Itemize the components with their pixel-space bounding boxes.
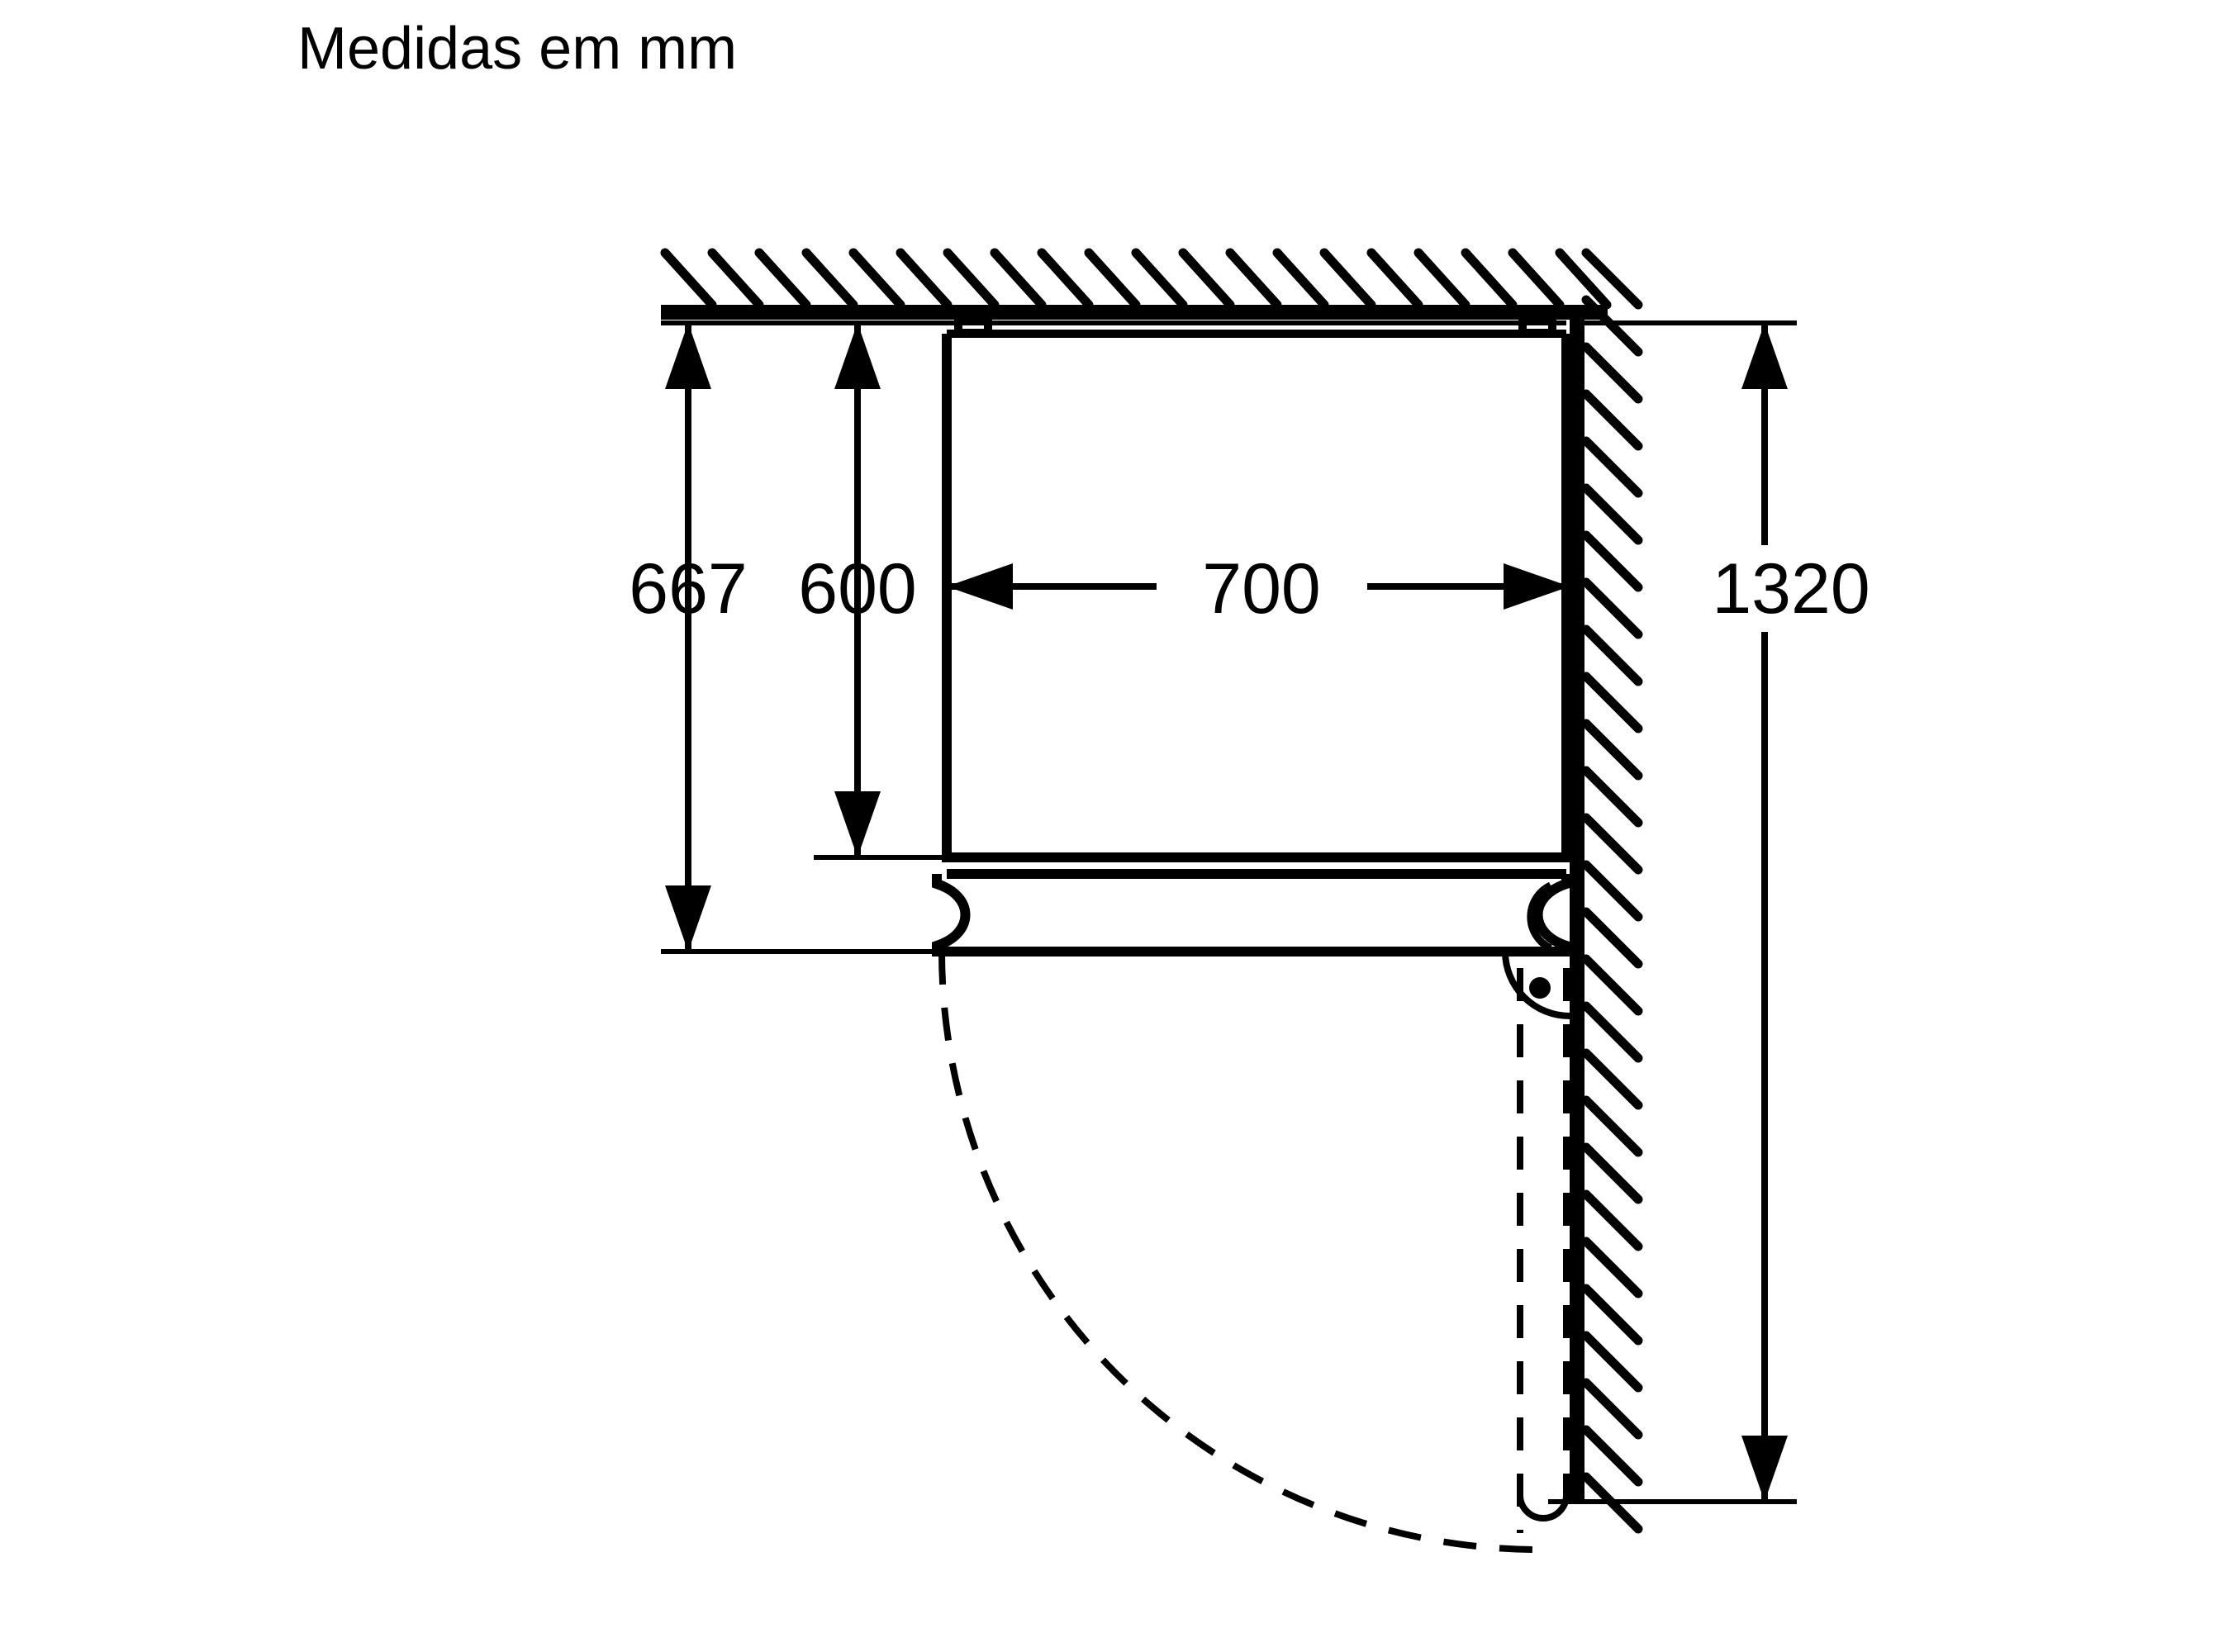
extension-lines xyxy=(661,320,1797,1504)
dimension-1320: 1320 xyxy=(1669,323,1912,1502)
open-door-outline xyxy=(1517,968,1570,1533)
dimension-600: 600 xyxy=(798,323,917,857)
door-panel xyxy=(932,874,1571,957)
dimension-600-label: 600 xyxy=(798,549,917,629)
right-wall xyxy=(1570,248,1643,1534)
dimension-667: 667 xyxy=(629,323,748,952)
hinge-pivot-point xyxy=(1529,977,1551,999)
appliance-cabinet xyxy=(942,330,1571,862)
top-wall-face xyxy=(661,305,1608,320)
hinge xyxy=(1502,881,1570,1019)
top-wall-hatching xyxy=(660,248,1612,310)
top-wall xyxy=(660,248,1612,320)
right-wall-face xyxy=(1570,305,1584,1503)
dimension-700: 700 xyxy=(947,545,1570,632)
page-title: Medidas em mm xyxy=(297,16,738,82)
door-swing-arc xyxy=(938,951,1541,1553)
dimension-667-label: 667 xyxy=(629,549,748,629)
right-wall-hatching xyxy=(1581,248,1643,1534)
dimension-1320-label: 1320 xyxy=(1712,549,1870,629)
dimension-700-label: 700 xyxy=(1202,549,1321,629)
